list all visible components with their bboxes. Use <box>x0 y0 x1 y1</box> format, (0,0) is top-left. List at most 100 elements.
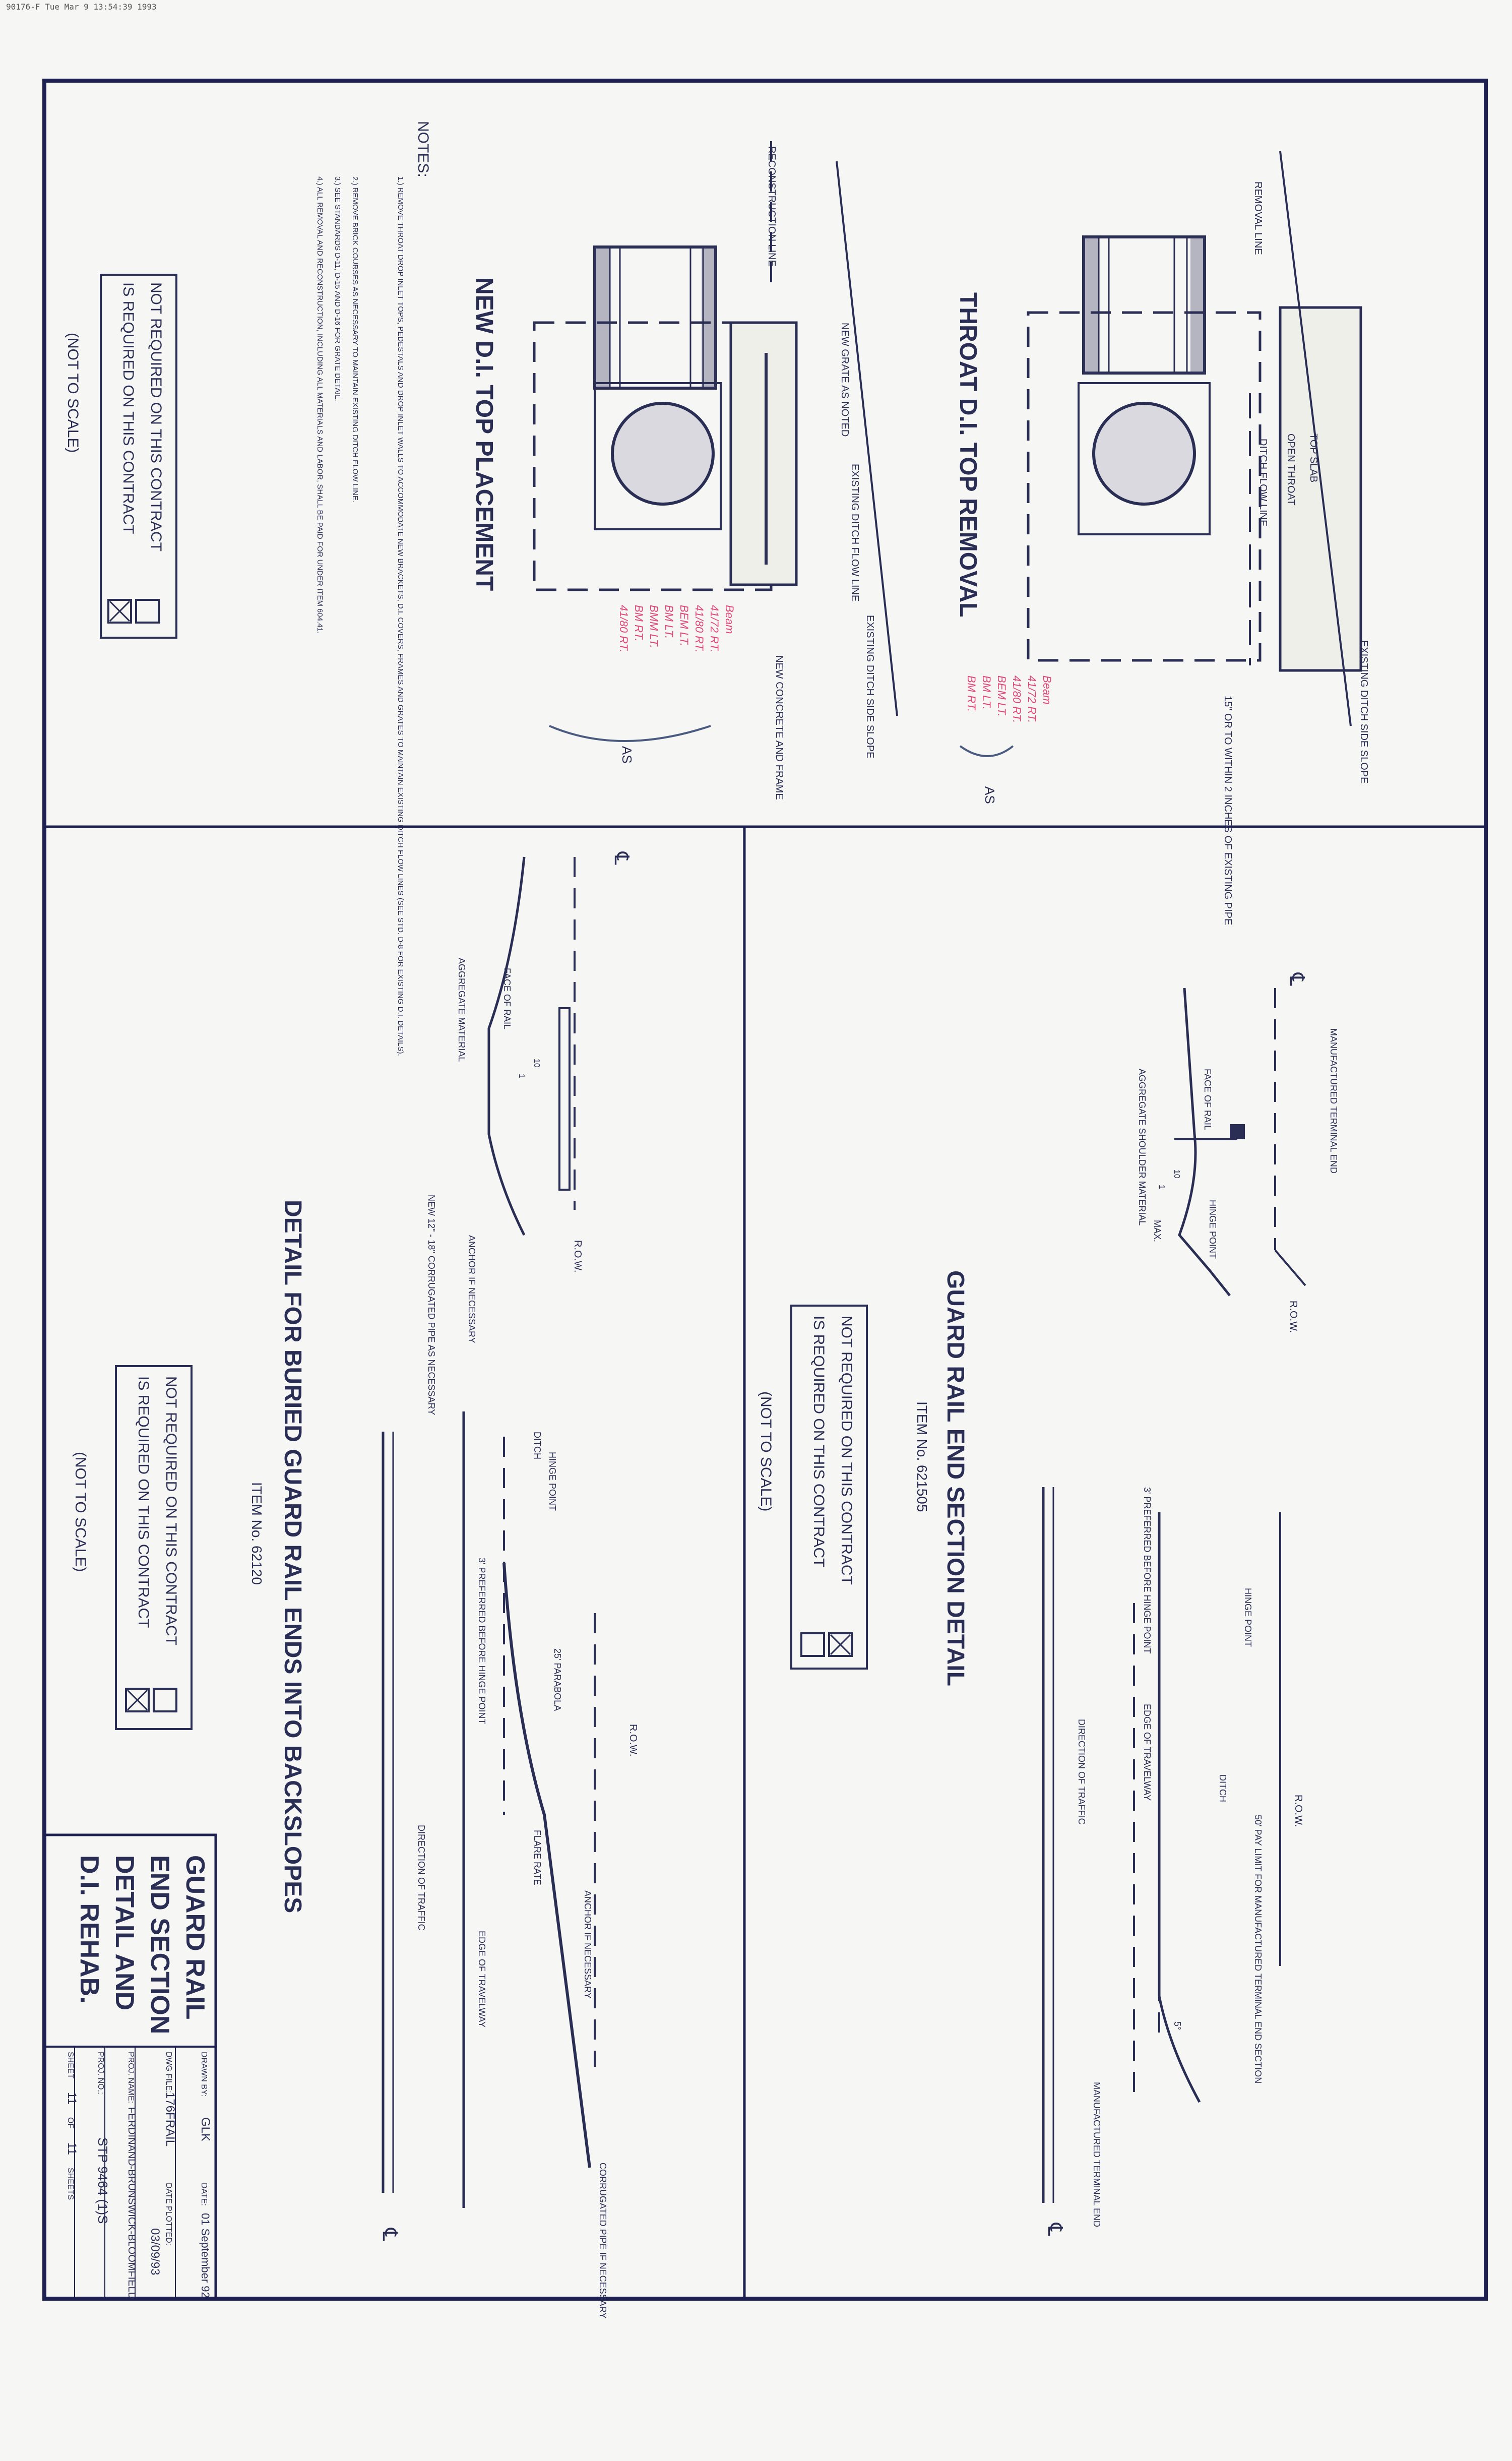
brd-plan-row-label: R.O.W. <box>627 1724 639 1756</box>
markup-line: 41/80 RT. <box>1011 675 1023 723</box>
throat-removal-panel: THROAT D.I. TOP REMOVAL REMOVAL LINE TOP… <box>955 151 1369 925</box>
brd-pipe-label: NEW 12" - 18" CORRUGATED PIPE AS NECESSA… <box>426 1195 436 1415</box>
brd-anchor-label: ANCHOR IF NECESSARY <box>467 1235 477 1343</box>
reconstruction-line-label: RECONSTRUCTION LINE <box>766 146 777 267</box>
proj-no-label: PROJ. NO.: <box>96 2052 105 2094</box>
gre-direction-label: DIRECTION OF TRAFFIC <box>1077 1719 1087 1825</box>
sheets-total-value: 11 <box>65 2142 79 2155</box>
proj-name-value: FERDINAND-BRUNSWICK-BLOOMFIELD <box>126 2107 137 2299</box>
buried-detail-item: ITEM No. 62120 <box>249 1482 265 1585</box>
checkbox-required[interactable] <box>107 599 132 624</box>
proj-name-label: PROJ. NAME: <box>127 2052 135 2103</box>
gre-plan-terminal-label: MANUFACTURED TERMINAL END <box>1092 2082 1102 2227</box>
guard-rail-end-panel: GUARD RAIL END SECTION DETAIL ITEM No. 6… <box>758 972 1339 2236</box>
brd-corrugated-label: CORRUGATED PIPE IF NECESSARY <box>598 2163 608 2318</box>
gre-max-label: MAX. <box>1152 1220 1162 1242</box>
sheet-value: 11 <box>65 2092 79 2105</box>
brd-aggregate-label: AGGREGATE MATERIAL <box>457 958 467 1062</box>
guard-rail-end-item: ITEM No. 621505 <box>914 1401 930 1512</box>
dwg-file-label: DWG FILE: <box>164 2052 173 2093</box>
sheet-label: SHEET <box>66 2052 75 2079</box>
note-1: 1.) REMOVE THROAT DROP INLET TOPS, PEDES… <box>396 176 405 1056</box>
new-grate-label: NEW GRATE AS NOTED <box>839 323 850 437</box>
checkbox-not-required[interactable] <box>135 599 160 624</box>
brd-row-label: R.O.W. <box>572 1240 583 1272</box>
contract-line-not-required: NOT REQUIRED ON THIS CONTRACT <box>148 282 164 551</box>
brd-slope-1: 1 <box>517 1074 526 1078</box>
markup-line: 41/80 RT. <box>693 605 706 652</box>
date-plotted-label: DATE PLOTTED: <box>164 2183 173 2245</box>
gre-pay-limit-label: 50' PAY LIMIT FOR MANUFACTURED TERMINAL … <box>1253 1815 1263 2083</box>
new-pipe-section-circle <box>611 402 715 506</box>
markup-line: Beam <box>1041 675 1053 704</box>
brd-edge-label: EDGE OF TRAVELWAY <box>477 1931 487 2027</box>
note-3: 3.) SEE STANDARDS D-11, D-15 AND D-16 FO… <box>333 176 342 401</box>
gre-face-of-rail-label: FACE OF RAIL <box>1203 1069 1213 1130</box>
markup-line: BM RT. <box>965 675 978 712</box>
buried-detail-panel: DETAIL FOR BURIED GUARD RAIL ENDS INTO B… <box>72 851 639 2318</box>
proj-no-value: STP 9464 (1)S <box>95 2137 110 2224</box>
markup-line: BMM LT. <box>648 605 660 648</box>
gre-row-label: R.O.W. <box>1288 1301 1299 1333</box>
markup-line: Beam <box>723 605 736 634</box>
guard-rail-end-title: GUARD RAIL END SECTION DETAIL <box>942 1270 969 1686</box>
title-line-4: D.I. REHAB. <box>75 1855 104 2004</box>
centerline-mark: ℄ <box>1286 972 1308 986</box>
brd-hinge-label: HINGE POINT <box>547 1452 557 1511</box>
open-throat-label: OPEN THROAT <box>1285 434 1296 506</box>
gre-aggregate-label: AGGREGATE SHOULDER MATERIAL <box>1137 1069 1147 1225</box>
existing-ditch-slope-label: EXISTING DITCH SIDE SLOPE <box>864 615 875 759</box>
markup-marker: AS <box>982 786 997 804</box>
date-value: 01 September 92 <box>199 2213 212 2298</box>
gre-hinge-label: HINGE POINT <box>1208 1200 1218 1259</box>
gre-preferred-label: 3' PREFERRED BEFORE HINGE POINT <box>1142 1487 1152 1654</box>
brd-slope-10: 10 <box>532 1059 541 1068</box>
contract-line-required: IS REQUIRED ON THIS CONTRACT <box>810 1316 827 1567</box>
contract-line-required: IS REQUIRED ON THIS CONTRACT <box>135 1376 152 1628</box>
markup-line: BEM LT. <box>678 605 690 646</box>
date-plotted-value: 03/09/93 <box>148 2228 162 2275</box>
note-4: 4.) ALL REMOVAL AND RECONSTRUCTION, INCL… <box>316 176 324 634</box>
brd-flare-label: FLARE RATE <box>532 1830 542 1885</box>
sheets-label: SHEETS <box>66 2168 75 2200</box>
gre-ditch-label: DITCH <box>1218 1774 1228 1802</box>
dwg-file-value: 176FRAIL <box>163 2092 177 2146</box>
gre-terminal-label: MANUFACTURED TERMINAL END <box>1329 1028 1339 1174</box>
removal-line-label: REMOVAL LINE <box>1252 181 1264 255</box>
checkbox-required[interactable] <box>800 1632 825 1657</box>
title-block: GUARD RAIL END SECTION DETAIL AND D.I. R… <box>43 1833 217 2300</box>
brd-anchor2-label: ANCHOR IF NECESSARY <box>583 1890 593 1999</box>
throat-markup: Beam 41/72 RT. 41/80 RT. BEM LT. BM LT. … <box>959 675 1053 804</box>
top-slab <box>1279 306 1362 672</box>
centerline-mark: ℄ <box>379 2228 401 2241</box>
contract-line-not-required: NOT REQUIRED ON THIS CONTRACT <box>163 1376 179 1645</box>
markup-marker: AS <box>619 746 635 764</box>
checkbox-required[interactable] <box>125 1688 150 1712</box>
pipe-section-circle <box>1092 402 1196 506</box>
gre-plan-hinge-label: HINGE POINT <box>1243 1588 1253 1647</box>
checkbox-not-required[interactable] <box>828 1632 853 1657</box>
title-line-3: DETAIL AND <box>110 1855 139 2010</box>
gre-angle-label: 5° <box>1172 2021 1182 2030</box>
not-to-scale-label: (NOT TO SCALE) <box>758 1391 774 1511</box>
markup-line: BM RT. <box>633 605 645 641</box>
new-concrete-label: NEW CONCRETE AND FRAME <box>774 655 785 800</box>
markup-line: 41/80 RT. <box>617 605 630 652</box>
checkbox-not-required[interactable] <box>153 1688 177 1712</box>
contract-box-notes: NOT REQUIRED ON THIS CONTRACT IS REQUIRE… <box>65 274 177 639</box>
centerline-mark: ℄ <box>1044 2223 1066 2236</box>
plot-stamp: 90176-F Tue Mar 9 13:54:39 1993 <box>6 2 157 12</box>
new-grate-frame <box>729 321 798 586</box>
not-to-scale-label: (NOT TO SCALE) <box>72 1452 89 1572</box>
gre-slope-10: 10 <box>1172 1170 1181 1179</box>
notes-heading: NOTES: <box>415 121 431 177</box>
contract-line-required: IS REQUIRED ON THIS CONTRACT <box>120 282 137 534</box>
markup-line: 41/72 RT. <box>1026 675 1038 723</box>
title-line-1: GUARD RAIL <box>180 1855 210 2019</box>
existing-pipe <box>1082 235 1206 375</box>
contract-line-not-required: NOT REQUIRED ON THIS CONTRACT <box>838 1316 855 1585</box>
existing-ditch-flow-label: EXISTING DITCH FLOW LINE <box>849 464 860 601</box>
existing-side-slope-label: EXISTING DITCH SIDE SLOPE <box>1358 640 1369 784</box>
brd-direction-label: DIRECTION OF TRAFFIC <box>416 1825 426 1931</box>
gre-plan-row-label: R.O.W. <box>1293 1795 1304 1827</box>
